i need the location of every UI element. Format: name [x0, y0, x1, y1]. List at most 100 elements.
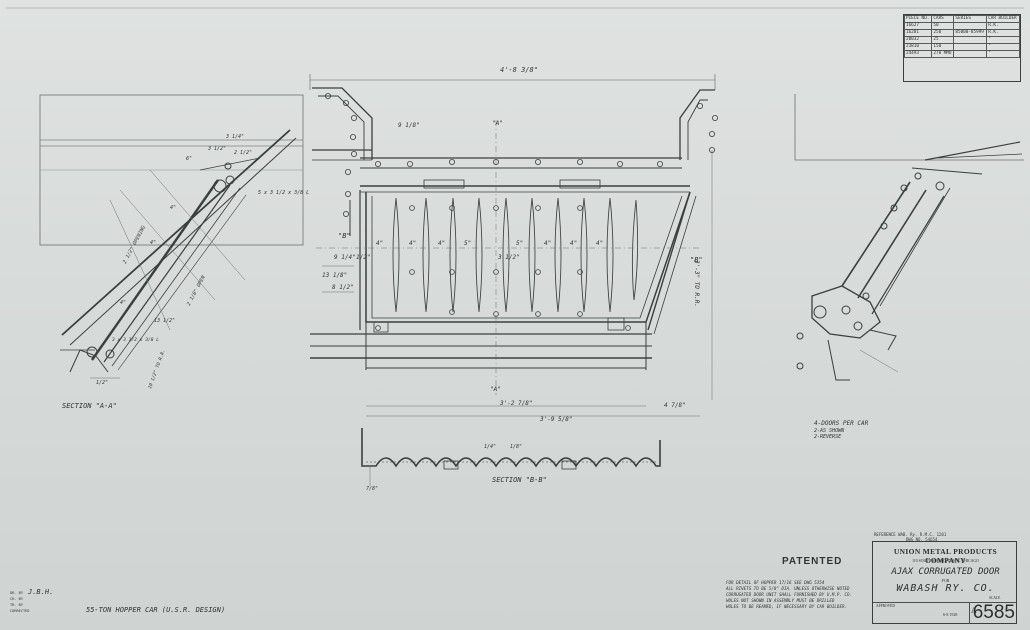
- reference-line1: REFERENCE WAB. Ry. R.M.C. 1281: [874, 532, 947, 537]
- reference-line2: DWG NO. 54654: [906, 537, 938, 542]
- general-note-line4: HOLES NOT SHOWN IN ASSEMBLY MUST BE DRIL…: [726, 598, 835, 603]
- rev-cell: R.K.: [986, 22, 1020, 30]
- plan-view-drawing: [309, 74, 716, 417]
- rev-header-piece: PIECE NO.: [903, 15, 933, 23]
- rev-cell: [953, 50, 988, 58]
- dim-top-left: 9 1/8": [398, 122, 420, 129]
- rev-cell: R.K.: [986, 29, 1020, 37]
- spacing-label: 4": [438, 240, 446, 247]
- section-aa-title: SECTION "A-A": [62, 402, 117, 410]
- railroad-name: WABASH RY. CO.: [896, 583, 995, 594]
- section-aa-label: 13 1/2": [154, 318, 176, 324]
- patented-stamp: PATENTED: [782, 556, 843, 567]
- section-aa-label: 5 x 3 1/2 x 3/8 L: [258, 190, 310, 196]
- general-note-line3: CORRUGATED DOOR UNIT SHALL FURNISHED BY …: [726, 592, 853, 597]
- bottom-dim-1: 3'-2 7/8": [500, 400, 533, 407]
- rev-cell: 278 MMO: [931, 50, 955, 58]
- initials-dr: DR. BY: [10, 591, 23, 595]
- rev-cell: [953, 43, 988, 51]
- section-bb-dim-2: 1/8": [510, 444, 523, 450]
- scale-label: SCALE: [989, 596, 1001, 600]
- rev-cell: ": [986, 36, 1020, 44]
- title-block: UNION METAL PRODUCTS COMPANY 110 SOUTH M…: [872, 541, 1017, 624]
- spacing-label: 4": [570, 240, 578, 247]
- rev-cell: 50: [931, 22, 955, 30]
- section-marker-top: "A": [492, 120, 503, 127]
- dim-right-vertical: 3'-3" TO R.R.: [693, 260, 700, 307]
- rev-cell: [953, 22, 988, 30]
- rev-cell: 150: [931, 43, 955, 51]
- doors-note-line1: 4-DOORS PER CAR: [814, 420, 869, 427]
- rev-header-cars: CARS: [931, 15, 955, 23]
- spacing-label: 5": [464, 240, 472, 247]
- rev-cell: 85000-85999: [953, 29, 988, 37]
- side-view-drawing: [794, 94, 1024, 381]
- general-note-line5: HOLES TO BE REAMED, IF NECESSARY BY CAR …: [726, 604, 848, 609]
- signature: J.B.H.: [28, 588, 54, 596]
- dim-center: 3 1/2": [498, 254, 520, 261]
- initials-tr: TR. BY: [10, 603, 23, 607]
- dim-mid-left-1: 13 1/8": [322, 272, 348, 279]
- rev-cell: 23810: [903, 43, 933, 51]
- section-aa-label: 3 1/4": [226, 134, 245, 140]
- spacing-label: 4": [409, 240, 417, 247]
- rev-cell: 25: [931, 36, 955, 44]
- doors-note-line3: 2-REVERSE: [814, 434, 842, 440]
- section-aa-label: 1/2": [96, 380, 109, 386]
- spacing-label: 5": [516, 240, 524, 247]
- section-bb-dim-left: 7/8": [366, 486, 379, 492]
- car-note: 55-TON HOPPER CAR (U.S.R. DESIGN): [86, 606, 226, 614]
- section-aa-label: 4": [120, 300, 127, 306]
- rev-cell: 16627: [903, 22, 933, 30]
- rev-cell: 24493: [903, 50, 933, 58]
- rev-header-builder: CAR BUILDER: [986, 15, 1020, 23]
- initials-ch: CH. BY: [10, 597, 23, 601]
- rivets: [324, 93, 719, 331]
- section-aa-label: 4": [170, 205, 177, 211]
- rev-cell: ": [986, 43, 1020, 51]
- rev-cell: 250: [931, 29, 955, 37]
- general-note-line1: FOR DETAIL OF HOPPER 17/16 SEE DWG 5354: [726, 580, 825, 585]
- company-name: UNION METAL PRODUCTS COMPANY: [893, 547, 998, 565]
- approved-label: APPROVED: [876, 604, 895, 608]
- overall-width-dim: 4'-8 3/8": [500, 66, 538, 74]
- doors-note-line2: 2-AS SHOWN: [814, 428, 845, 434]
- section-aa-label: 3 x 3 1/2 x 3/8 L: [112, 338, 160, 343]
- dim-gap: 1/2": [356, 254, 371, 261]
- section-bb-dim-1: 1/4": [484, 444, 497, 450]
- rev-cell: 20032: [903, 36, 933, 44]
- section-aa-label: 4": [150, 240, 157, 246]
- rev-cell: [953, 36, 988, 44]
- company-address: 110 SOUTH MICHIGAN AVE. CHICAGO: [912, 559, 979, 563]
- dim-b-left: "B": [338, 232, 351, 240]
- drawing-letter: A: [971, 606, 977, 615]
- section-bb-drawing: [361, 428, 661, 486]
- section-aa-label: 3 1/2": [208, 146, 227, 152]
- drawing-number: 6585: [969, 602, 1017, 624]
- spacing-label: 4": [376, 240, 384, 247]
- rev-header-series: SERIES: [953, 15, 988, 23]
- title-divider: [873, 602, 1016, 603]
- section-aa-label: 2 1/2": [234, 150, 253, 156]
- title-for: FOR: [941, 578, 950, 583]
- section-bb-title: SECTION "B-B": [492, 476, 547, 484]
- revision-table: PIECE NO. CARS SERIES CAR BUILDER 16627 …: [903, 14, 1021, 82]
- spacing-label: 4": [596, 240, 604, 247]
- dim-b-right: "B": [690, 256, 703, 264]
- bottom-dim-2: 3'-9 5/8": [540, 416, 573, 423]
- rev-cell: 16201: [903, 29, 933, 37]
- section-aa-label: 6": [186, 156, 193, 162]
- drawing-date: 6-8 1928: [943, 612, 958, 617]
- rev-cell: ": [986, 50, 1020, 58]
- section-marker-bottom: "A": [490, 386, 501, 393]
- section-aa-drawing: [39, 94, 304, 379]
- drawing-title: AJAX CORRUGATED DOOR: [891, 567, 1000, 577]
- dim-mid-left-2: 9 1/4": [334, 254, 356, 261]
- bottom-dim-3: 4 7/8": [664, 402, 686, 409]
- spacing-label: 4": [544, 240, 552, 247]
- initials-corrected: CORRECTED: [10, 609, 30, 613]
- dim-mid-left-3: 8 1/2": [332, 284, 354, 291]
- general-note-line2: ALL RIVETS TO BE 5/8" DIA. UNLESS OTHERW…: [726, 586, 850, 591]
